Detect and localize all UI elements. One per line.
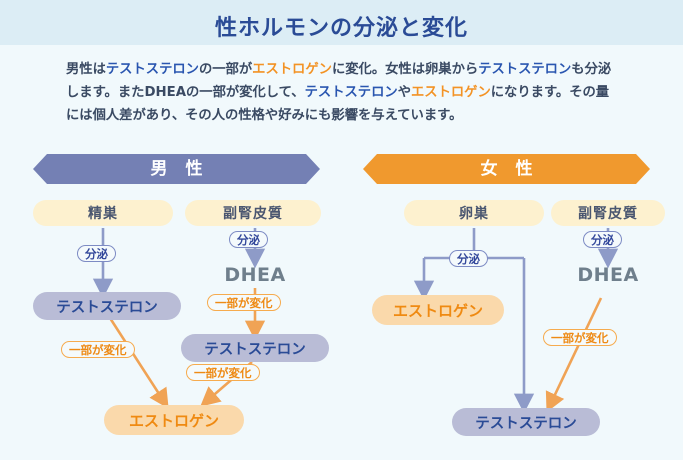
node-female-adrenal-cortex: 副腎皮質 bbox=[551, 200, 665, 226]
edge-label-female-adrenal-secretion: 分泌 bbox=[583, 231, 622, 248]
lead-seg-1: テストステロン bbox=[105, 62, 199, 77]
header-band: 性ホルモンの分泌と変化 bbox=[0, 0, 683, 45]
lead-seg-2: の一部が bbox=[198, 62, 253, 77]
node-male-testis: 精巣 bbox=[33, 200, 173, 226]
edge-label-male-dhea-conversion: 一部が変化 bbox=[207, 294, 281, 311]
node-male-testosterone-gonadal: テストステロン bbox=[33, 292, 181, 320]
node-female-testosterone: テストステロン bbox=[452, 408, 600, 436]
female-section-banner: 女 性 bbox=[363, 154, 650, 184]
edge-label-female-ovary-secretion: 分泌 bbox=[449, 250, 488, 267]
lead-seg-0: 男性は bbox=[66, 62, 106, 77]
node-male-dhea: DHEA bbox=[224, 264, 286, 286]
lead-seg-6: も分泌します。またDHEAの一部が変化して、 bbox=[66, 62, 612, 100]
lead-seg-3: エストロゲン bbox=[252, 62, 332, 77]
lead-seg-4: に変化。女性は卵巣から bbox=[331, 62, 479, 77]
arrow-female-dhea-to-testosterone bbox=[545, 297, 603, 413]
node-female-estrogen: エストロゲン bbox=[372, 295, 504, 325]
node-female-dhea: DHEA bbox=[577, 264, 639, 286]
edge-label-male-testosterone-conversion: 一部が変化 bbox=[61, 341, 135, 358]
arrow-male-testosterone-to-estrogen bbox=[108, 317, 169, 409]
lead-seg-9: エストロゲン bbox=[410, 85, 491, 100]
edge-label-male-adrenal-secretion: 分泌 bbox=[229, 231, 268, 248]
node-female-ovary: 卵巣 bbox=[404, 200, 544, 226]
edge-label-male-adrenal-testosterone-conversion: 一部が変化 bbox=[186, 364, 260, 381]
lead-seg-10: になります。その量には個人差があり、その人の性格や好みにも影響を与えています。 bbox=[66, 85, 610, 123]
lead-seg-7: テストステロン bbox=[304, 85, 398, 100]
lead-paragraph: 男性はテストステロンの一部がエストロゲンに変化。女性は卵巣からテストステロンも分… bbox=[66, 58, 618, 127]
node-male-estrogen: エストロゲン bbox=[104, 405, 244, 435]
edge-label-female-dhea-conversion: 一部が変化 bbox=[543, 329, 617, 346]
node-male-adrenal-cortex: 副腎皮質 bbox=[185, 200, 321, 226]
node-male-testosterone-adrenal: テストステロン bbox=[181, 334, 329, 362]
lead-seg-8: や bbox=[397, 85, 411, 100]
lead-seg-5: テストステロン bbox=[478, 62, 572, 77]
page-title: 性ホルモンの分泌と変化 bbox=[214, 16, 468, 41]
edge-label-male-testis-secretion: 分泌 bbox=[77, 245, 116, 262]
male-section-banner: 男 性 bbox=[33, 154, 320, 184]
